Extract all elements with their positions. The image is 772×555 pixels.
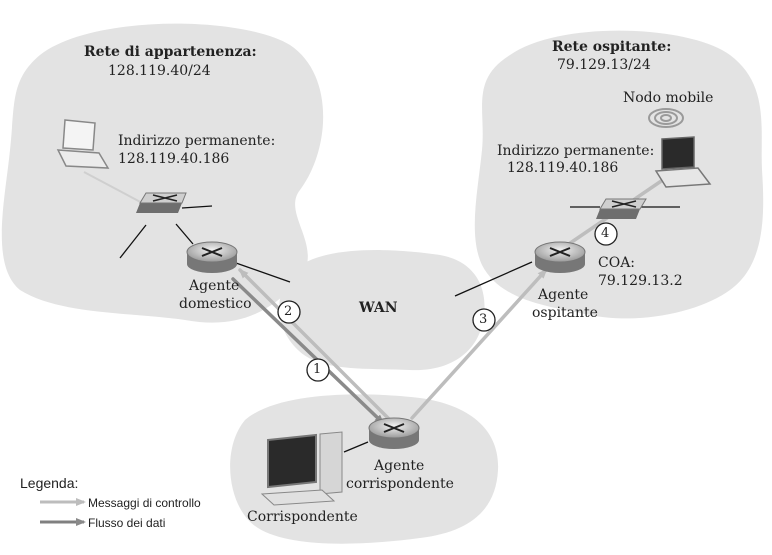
correspondent-agent-label-line2: corrispondente bbox=[346, 476, 454, 492]
home-network-title: Rete di appartenenza: bbox=[84, 44, 257, 60]
step-2-circle bbox=[277, 300, 301, 324]
arrow-step-3 bbox=[410, 268, 548, 420]
mobile-node-label: Indirizzo permanente: bbox=[497, 143, 655, 159]
home-network-subnet: 128.119.40/24 bbox=[108, 63, 211, 79]
correspondent-agent-label-line1: Agente bbox=[374, 458, 425, 474]
step-3-circle bbox=[472, 308, 496, 332]
correspondent-pc-link bbox=[343, 441, 369, 453]
step-3-label: 3 bbox=[479, 312, 488, 327]
legend-control-label: Messaggi di controllo bbox=[88, 496, 201, 510]
network-links bbox=[83, 171, 680, 453]
step-4-circle bbox=[594, 222, 618, 246]
legend-data-label: Flusso dei dati bbox=[88, 516, 166, 530]
wan-foreign-router-link bbox=[454, 261, 533, 297]
visited-network-title: Rete ospitante: bbox=[552, 39, 672, 55]
correspondent-label: Corrispondente bbox=[247, 509, 358, 525]
legend-title: Legenda: bbox=[20, 475, 79, 491]
step-1-circle bbox=[306, 358, 330, 382]
home-router-wan-link bbox=[235, 262, 291, 283]
visited-network-subnet: 79.129.13/24 bbox=[557, 57, 651, 73]
home-laptop-label: Indirizzo permanente: bbox=[118, 133, 276, 149]
wan-cloud bbox=[279, 250, 485, 371]
step-4-label: 4 bbox=[601, 226, 610, 241]
home-switch-router-link bbox=[175, 223, 194, 245]
home-agent-label-line1: Agente bbox=[189, 278, 240, 294]
home-switch-link-b bbox=[181, 205, 213, 209]
foreign-agent-router-icon bbox=[534, 241, 586, 273]
foreign-agent-label-line2: ospitante bbox=[532, 305, 598, 321]
mobile-node-address: 128.119.40.186 bbox=[507, 160, 619, 176]
step-1-label: 1 bbox=[313, 362, 322, 377]
home-laptop-icon bbox=[56, 119, 110, 169]
step-markers bbox=[277, 222, 618, 382]
home-agent-label-line2: domestico bbox=[179, 296, 252, 312]
mobile-node-name: Nodo mobile bbox=[623, 90, 714, 106]
coa-address: 79.129.13.2 bbox=[598, 273, 683, 289]
home-switch-link-a bbox=[119, 224, 147, 259]
arrow-step-2 bbox=[231, 277, 385, 425]
home-laptop-address: 128.119.40.186 bbox=[118, 151, 230, 167]
wireless-signal-icon bbox=[648, 108, 684, 128]
home-network-cloud bbox=[1, 23, 324, 323]
correspondent-computer-icon bbox=[260, 431, 343, 506]
visited-switch-icon bbox=[596, 198, 647, 219]
arrow-step-1 bbox=[238, 268, 392, 422]
coa-label: COA: bbox=[598, 255, 636, 271]
step-2-label: 2 bbox=[284, 304, 293, 319]
mobile-node-laptop-icon bbox=[654, 136, 712, 188]
foreign-agent-label-line1: Agente bbox=[538, 287, 589, 303]
correspondent-agent-router-icon bbox=[368, 417, 420, 449]
home-laptop-link bbox=[83, 171, 147, 206]
home-agent-router-icon bbox=[186, 241, 238, 273]
wan-label: WAN bbox=[359, 300, 398, 316]
flow-arrows bbox=[231, 171, 675, 425]
correspondent-network-cloud bbox=[230, 394, 499, 544]
home-switch-icon bbox=[136, 192, 187, 213]
